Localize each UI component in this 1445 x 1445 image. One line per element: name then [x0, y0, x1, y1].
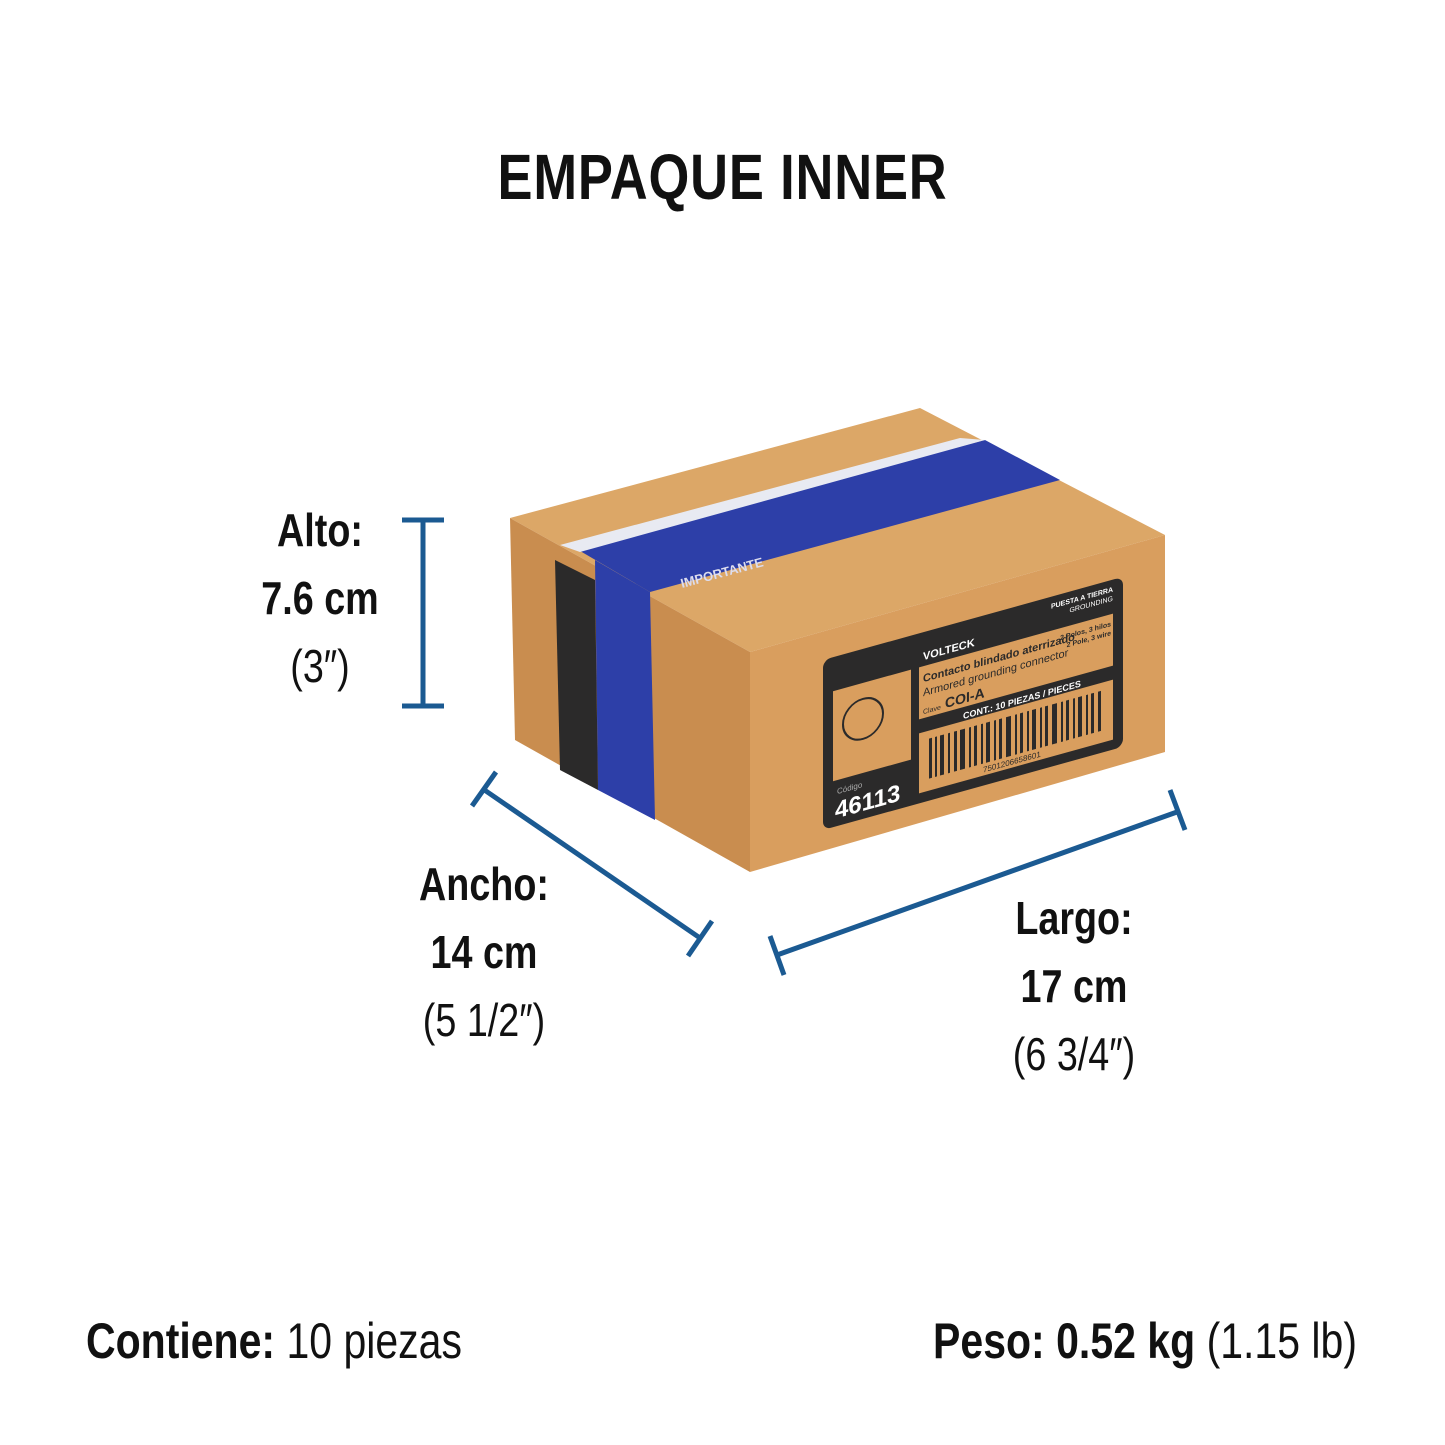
length-imperial: (6 3/4″) — [1012, 1028, 1136, 1080]
weight-caption: Peso: — [933, 1313, 1045, 1369]
barcode — [929, 690, 1101, 779]
weight-imperial: (1.15 lb) — [1206, 1313, 1357, 1369]
side-label — [555, 560, 598, 790]
height-imperial: (3″) — [290, 640, 350, 692]
length-caption: Largo: — [1015, 892, 1133, 944]
width-dimension-line — [469, 770, 715, 958]
connector-icon — [842, 697, 884, 741]
width-caption: Ancho: — [419, 858, 549, 910]
weight-info: Peso: 0.52 kg (1.15 lb) — [933, 1312, 1357, 1370]
packing-tape — [575, 440, 1060, 592]
length-dimension-line — [767, 789, 1188, 976]
width-imperial: (5 1/2″) — [422, 994, 546, 1046]
height-label: Alto: 7.6 cm (3″) — [238, 496, 402, 700]
contents-value: 10 piezas — [286, 1313, 462, 1369]
height-caption: Alto: — [277, 504, 363, 556]
length-metric: 17 cm — [1020, 960, 1128, 1012]
height-metric: 7.6 cm — [261, 572, 379, 624]
contents-info: Contiene: 10 piezas — [86, 1312, 462, 1370]
page-title: EMPAQUE INNER — [497, 141, 948, 213]
length-label: Largo: 17 cm (6 3/4″) — [992, 884, 1156, 1088]
height-dimension-line — [402, 517, 444, 709]
width-metric: 14 cm — [430, 926, 538, 978]
contents-caption: Contiene: — [86, 1313, 276, 1369]
width-label: Ancho: 14 cm (5 1/2″) — [402, 850, 566, 1054]
packing-tape-white — [560, 438, 985, 552]
packing-tape-side — [595, 560, 655, 820]
weight-value: 0.52 kg — [1056, 1313, 1196, 1369]
